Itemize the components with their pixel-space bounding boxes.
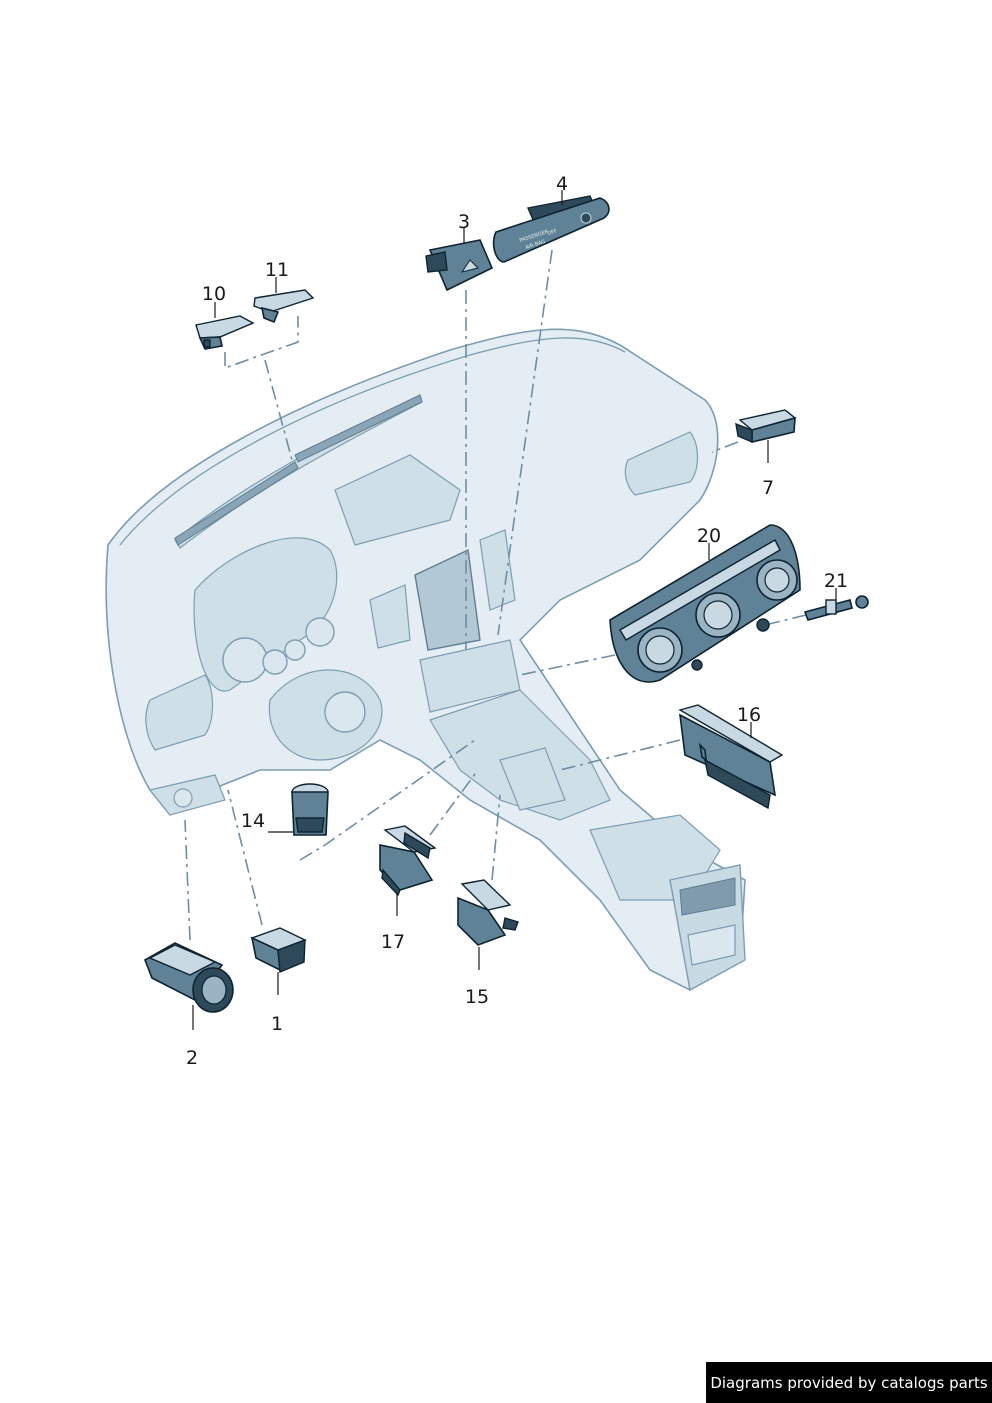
callout-15: 15 xyxy=(465,986,489,1008)
callout-4: 4 xyxy=(556,173,568,195)
part-2-light-switch xyxy=(144,942,234,1013)
part-15-switch xyxy=(457,879,519,946)
part-11-cover xyxy=(253,289,315,324)
part-17-switch xyxy=(379,825,437,897)
callout-3: 3 xyxy=(458,211,470,233)
part-1-switch xyxy=(250,927,307,974)
part-10-cover xyxy=(195,315,255,350)
callout-10: 10 xyxy=(202,283,226,305)
callout-11: 11 xyxy=(265,259,289,281)
dashboard-assembly xyxy=(105,328,746,992)
part-14-button xyxy=(291,783,329,836)
callout-21: 21 xyxy=(824,570,848,592)
callout-20: 20 xyxy=(697,525,721,547)
callout-7: 7 xyxy=(762,477,774,499)
callout-14: 14 xyxy=(241,810,265,832)
part-7-switch xyxy=(735,409,797,444)
callout-17: 17 xyxy=(381,931,405,953)
leader-lines xyxy=(184,249,807,941)
airbag-panel-text-off: OFF xyxy=(547,228,558,237)
callout-leaders xyxy=(192,190,837,1030)
callout-2: 2 xyxy=(186,1047,198,1069)
part-3-hazard-switch xyxy=(425,239,494,292)
watermark-banner: Diagrams provided by catalogs parts xyxy=(706,1362,992,1403)
part-16-switch-block xyxy=(678,704,784,810)
part-21-sensor xyxy=(803,595,869,621)
callout-labels: 1 2 3 4 7 10 11 14 15 16 17 20 21 xyxy=(186,173,848,1069)
callout-16: 16 xyxy=(737,704,761,726)
part-4-airbag-panel: PASSENGER AIR BAG OFF xyxy=(492,195,610,263)
part-20-climate-panel xyxy=(609,524,801,683)
callout-1: 1 xyxy=(271,1013,283,1035)
